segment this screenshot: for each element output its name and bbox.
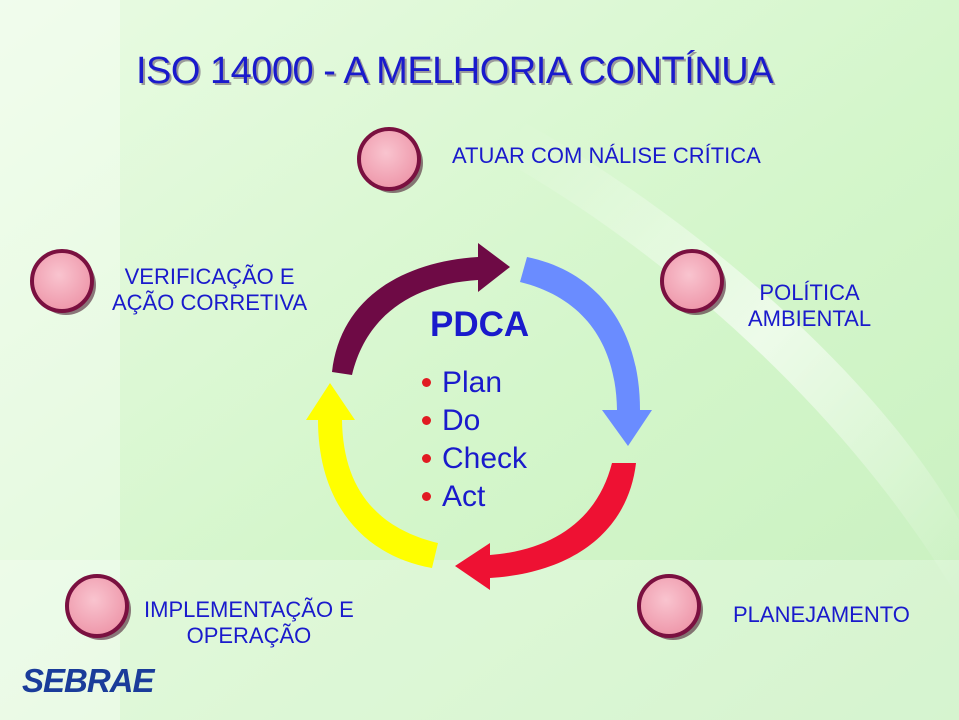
label-politica: POLÍTICA AMBIENTAL	[748, 280, 871, 332]
node-verificacao	[30, 249, 96, 315]
pdca-item: Plan	[420, 364, 527, 402]
arrow-red	[455, 463, 636, 590]
arrow-yellow	[306, 383, 438, 568]
node-politica	[660, 249, 726, 315]
pdca-title: PDCA	[430, 305, 530, 344]
pdca-item-text: Act	[442, 480, 486, 513]
label-planejamento: PLANEJAMENTO	[733, 602, 910, 627]
pdca-cycle	[306, 243, 652, 590]
bullet-icon	[422, 454, 431, 463]
sebrae-logo: SEBRAE	[22, 662, 155, 699]
label-politica-line2: AMBIENTAL	[748, 306, 872, 331]
pdca-item-text: Check	[442, 442, 528, 475]
pdca-item-text: Do	[442, 404, 481, 437]
pdca-item: Check	[420, 440, 527, 478]
label-verificacao: VERIFICAÇÃO E AÇÃO CORRETIVA	[112, 264, 307, 316]
arrow-maroon	[332, 243, 510, 375]
label-implementacao-line2: OPERAÇÃO	[186, 623, 312, 648]
label-politica-line1: POLÍTICA	[759, 280, 860, 305]
label-verificacao-line1: VERIFICAÇÃO E	[124, 264, 295, 289]
label-verificacao-line2: AÇÃO CORRETIVA	[112, 290, 308, 315]
label-atuar: ATUAR COM NÁLISE CRÍTICA	[452, 143, 761, 168]
pdca-item-text: Plan	[442, 366, 503, 399]
node-atuar	[357, 127, 423, 193]
pdca-item: Act	[420, 478, 527, 516]
slide-title: ISO 14000 - A MELHORIA CONTÍNUA	[136, 50, 774, 92]
pdca-list: Plan Do Check Act	[420, 364, 527, 516]
bullet-icon	[422, 378, 431, 387]
bullet-icon	[422, 492, 431, 501]
pdca-item: Do	[420, 402, 527, 440]
bullet-icon	[422, 416, 431, 425]
node-planejamento	[637, 574, 703, 640]
label-implementacao: IMPLEMENTAÇÃO E OPERAÇÃO	[144, 597, 354, 649]
label-implementacao-line1: IMPLEMENTAÇÃO E	[144, 597, 354, 622]
arrow-blue	[520, 257, 652, 446]
node-implementacao	[65, 574, 131, 640]
